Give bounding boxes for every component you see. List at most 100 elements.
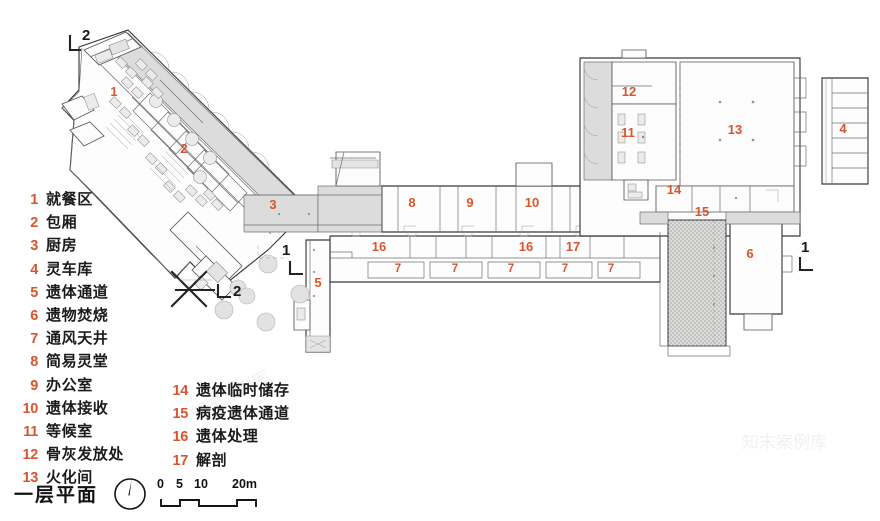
room-label-9: 9 bbox=[466, 195, 473, 210]
legend-number: 1 bbox=[30, 192, 38, 208]
room-label-6: 6 bbox=[746, 246, 753, 261]
legend-item: 4 灵车库 bbox=[12, 258, 124, 281]
room-label-10: 10 bbox=[525, 195, 539, 210]
section-marker-1-center: 1 bbox=[282, 242, 290, 259]
processing-partitions bbox=[409, 236, 625, 258]
room-label-4: 4 bbox=[839, 121, 847, 136]
scale-bar bbox=[160, 499, 257, 507]
scale-tick-0: 0 bbox=[157, 477, 164, 491]
legend-number: 14 bbox=[172, 383, 188, 399]
legend-number: 8 bbox=[30, 354, 38, 371]
room-label-5: 5 bbox=[314, 275, 321, 290]
legend-item: 7 通风天井 bbox=[12, 327, 124, 350]
legend-number: 7 bbox=[30, 331, 38, 348]
legend-label: 办公室 bbox=[46, 375, 93, 394]
room-label-16a: 16 bbox=[372, 239, 386, 254]
legend-item: 15 病疫遗体通道 bbox=[162, 402, 290, 425]
room-label-3: 3 bbox=[269, 197, 276, 212]
legend-column-1: 1 就餐区 2 包厢 3 厨房 4 灵车库 5 遗体通道 6 遗物焚烧 7 通风天井 8 简易灵… bbox=[12, 188, 124, 489]
room-label-2: 2 bbox=[180, 141, 187, 156]
legend-label: 遗物焚烧 bbox=[46, 305, 109, 324]
scale-tick-5: 5 bbox=[176, 477, 183, 491]
crematorium-block bbox=[579, 49, 807, 357]
watermark: 知末案例库 bbox=[742, 433, 827, 453]
room-label-14: 14 bbox=[667, 182, 682, 197]
room-label-13: 13 bbox=[728, 122, 742, 137]
scale-tick-10: 10 bbox=[194, 477, 208, 491]
legend-label: 等候室 bbox=[46, 421, 93, 440]
corpse-passage bbox=[293, 239, 331, 353]
legend-item: 14 遗体临时储存 bbox=[162, 379, 290, 402]
waiting-seats bbox=[617, 113, 646, 164]
legend-number: 12 bbox=[22, 447, 38, 464]
legend-item: 5 遗体通道 bbox=[12, 281, 124, 304]
legend-label: 遗体临时储存 bbox=[196, 381, 290, 399]
processing-row bbox=[329, 232, 661, 283]
section-marker-2-top: 2 bbox=[82, 27, 90, 44]
legend-label: 通风天井 bbox=[46, 329, 109, 348]
legend-number: 17 bbox=[172, 452, 188, 469]
legend-number: 3 bbox=[30, 238, 38, 255]
room-label-1: 1 bbox=[110, 84, 117, 99]
table-groups bbox=[108, 56, 224, 212]
landscape-trees bbox=[214, 254, 310, 332]
room-label-15: 15 bbox=[695, 204, 709, 219]
room-label-11: 11 bbox=[621, 125, 635, 140]
room-label-7b: 7 bbox=[452, 263, 458, 275]
legend-item: 9 办公室 bbox=[12, 374, 124, 397]
room-label-8: 8 bbox=[408, 195, 415, 210]
north-arrow-icon bbox=[114, 478, 146, 510]
scale-tick-20: 20m bbox=[232, 477, 258, 491]
legend-label: 灵车库 bbox=[46, 259, 93, 278]
section-markers: 2 2 1 1 bbox=[68, 27, 814, 300]
legend-label: 包厢 bbox=[46, 213, 78, 232]
legend-number: 13 bbox=[22, 470, 38, 487]
legend-label: 遗体通道 bbox=[46, 282, 109, 301]
site-lines bbox=[170, 270, 216, 308]
dining-wing bbox=[61, 29, 303, 301]
legend-item: 13 火化间 bbox=[12, 466, 124, 489]
window-bays bbox=[151, 51, 270, 170]
room-label-7d: 7 bbox=[562, 263, 568, 275]
legend-label: 厨房 bbox=[46, 236, 78, 255]
legend-label: 骨灰发放处 bbox=[46, 445, 125, 464]
legend-label: 解剖 bbox=[196, 450, 228, 469]
room-number-labels: 1 2 3 4 5 6 8 9 10 11 12 13 14 15 16 16 … bbox=[110, 84, 847, 290]
legend-number: 5 bbox=[30, 284, 38, 301]
legend-label: 简易灵堂 bbox=[46, 352, 109, 371]
legend-item: 17 解剖 bbox=[162, 449, 290, 472]
legend-item: 16 遗体处理 bbox=[162, 425, 290, 448]
legend-number: 10 bbox=[22, 400, 38, 417]
legend-number: 15 bbox=[172, 406, 188, 423]
section-marker-2-bottom: 2 bbox=[233, 283, 241, 300]
legend-item: 1 就餐区 bbox=[12, 188, 124, 211]
room-label-7e: 7 bbox=[608, 263, 614, 275]
legend-item: 12 骨灰发放处 bbox=[12, 443, 124, 466]
ramp-hatch bbox=[149, 151, 189, 191]
legend-label: 遗体处理 bbox=[196, 427, 259, 446]
legend-item: 8 简易灵堂 bbox=[12, 350, 124, 373]
legend-number: 16 bbox=[172, 429, 188, 446]
legend-number: 9 bbox=[30, 377, 38, 394]
room-label-17: 17 bbox=[566, 239, 580, 254]
page-title: 一层平面 bbox=[14, 484, 99, 506]
legend-label: 就餐区 bbox=[46, 190, 93, 208]
legend-item: 3 厨房 bbox=[12, 234, 124, 257]
legend-number: 6 bbox=[30, 307, 38, 324]
room-label-7a: 7 bbox=[395, 263, 401, 275]
legend-item: 2 包厢 bbox=[12, 211, 124, 234]
legend-item: 10 遗体接收 bbox=[12, 397, 124, 420]
round-tables bbox=[149, 94, 217, 184]
legend-number: 2 bbox=[30, 215, 38, 232]
legend-number: 4 bbox=[30, 261, 38, 278]
legend-label: 遗体接收 bbox=[46, 398, 109, 417]
room-label-12: 12 bbox=[622, 84, 636, 99]
legend-label: 火化间 bbox=[46, 468, 93, 487]
legend-label: 病疫遗体通道 bbox=[196, 404, 290, 423]
room-label-7c: 7 bbox=[508, 263, 514, 275]
room-label-16b: 16 bbox=[519, 239, 533, 254]
hearse-garage bbox=[821, 77, 869, 185]
legend-item: 6 遗物焚烧 bbox=[12, 304, 124, 327]
